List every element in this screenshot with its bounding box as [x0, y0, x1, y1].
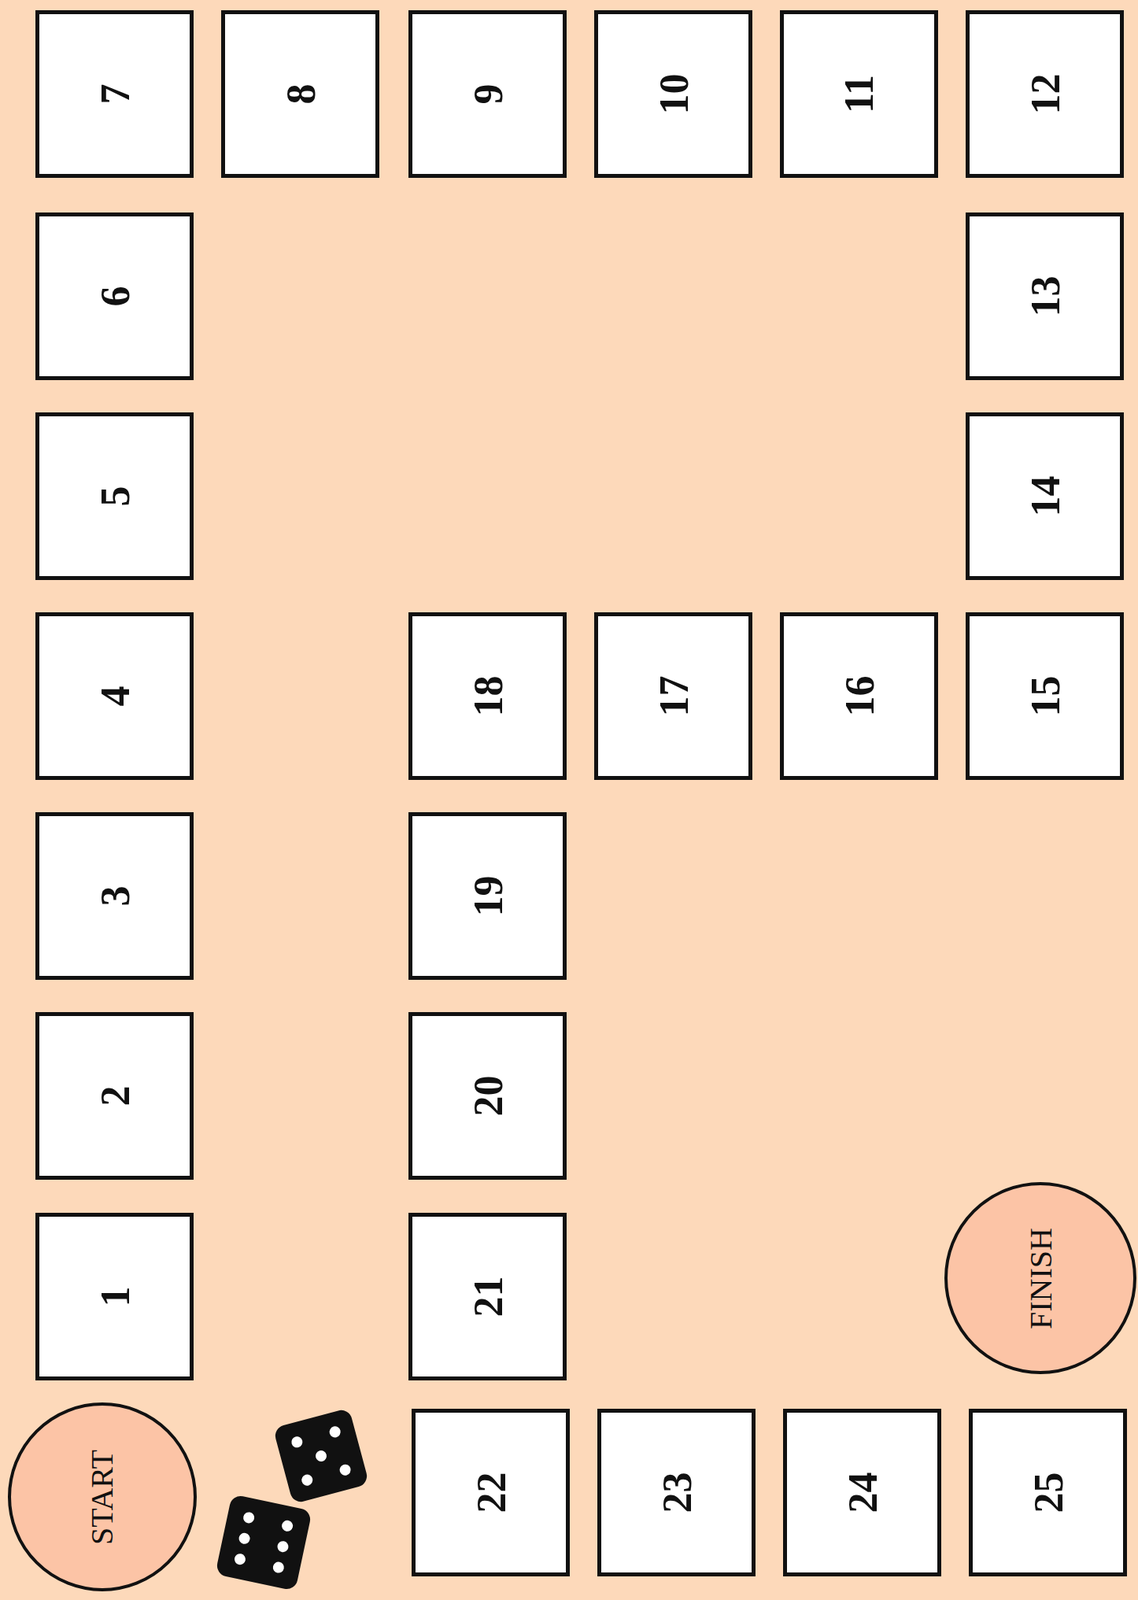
- circle-label: START: [83, 1448, 121, 1545]
- board-square: 9: [408, 10, 567, 178]
- die: [273, 1407, 370, 1504]
- square-number: 4: [91, 686, 138, 707]
- square-number: 24: [838, 1472, 886, 1514]
- board-square: 18: [408, 612, 567, 780]
- board-square: 24: [783, 1408, 942, 1577]
- square-number: 12: [1021, 73, 1068, 115]
- square-number: 15: [1021, 676, 1068, 717]
- board-square: 22: [411, 1408, 570, 1577]
- board-square: 10: [594, 10, 753, 178]
- board-square: 6: [35, 212, 194, 381]
- board-square: 2: [35, 1012, 194, 1180]
- square-number: 17: [650, 676, 697, 717]
- board-square: 20: [408, 1012, 567, 1180]
- board-square: 13: [965, 212, 1124, 381]
- board-square: 5: [35, 412, 194, 581]
- board-square: 21: [408, 1212, 567, 1381]
- board-square: 19: [408, 812, 567, 980]
- square-number: 21: [464, 1276, 511, 1318]
- square-number: 13: [1021, 276, 1068, 318]
- die: [214, 1493, 312, 1591]
- board-square: 12: [965, 10, 1124, 178]
- board-square: 8: [221, 10, 380, 178]
- board-square: 14: [965, 412, 1124, 581]
- board-square: 4: [35, 612, 194, 780]
- board-square: 1: [35, 1212, 194, 1381]
- square-number: 2: [91, 1086, 138, 1107]
- circle-label: FINISH: [1022, 1227, 1060, 1330]
- start-finish-circle: START: [7, 1402, 197, 1592]
- square-number: 3: [91, 886, 138, 907]
- board-square: 11: [779, 10, 939, 178]
- square-number: 10: [650, 73, 697, 115]
- square-number: 7: [91, 84, 138, 105]
- square-number: 20: [464, 1075, 511, 1117]
- square-number: 11: [835, 74, 883, 114]
- square-number: 6: [91, 286, 138, 307]
- board-square: 7: [35, 10, 194, 178]
- square-number: 16: [835, 676, 883, 717]
- square-number: 9: [464, 84, 511, 105]
- board-square: 15: [965, 612, 1124, 780]
- board-square: 3: [35, 812, 194, 980]
- square-number: 22: [467, 1472, 514, 1514]
- square-number: 25: [1024, 1472, 1072, 1514]
- board-square: 25: [968, 1408, 1127, 1577]
- board-square: 16: [779, 612, 939, 780]
- square-number: 18: [464, 676, 511, 717]
- square-number: 14: [1021, 476, 1068, 518]
- square-number: 1: [91, 1286, 138, 1308]
- board-square: 23: [597, 1408, 756, 1577]
- board-square: 17: [594, 612, 753, 780]
- square-number: 8: [277, 84, 324, 105]
- square-number: 5: [91, 486, 138, 507]
- square-number: 19: [464, 875, 511, 917]
- start-finish-circle: FINISH: [944, 1182, 1137, 1375]
- square-number: 23: [653, 1472, 700, 1514]
